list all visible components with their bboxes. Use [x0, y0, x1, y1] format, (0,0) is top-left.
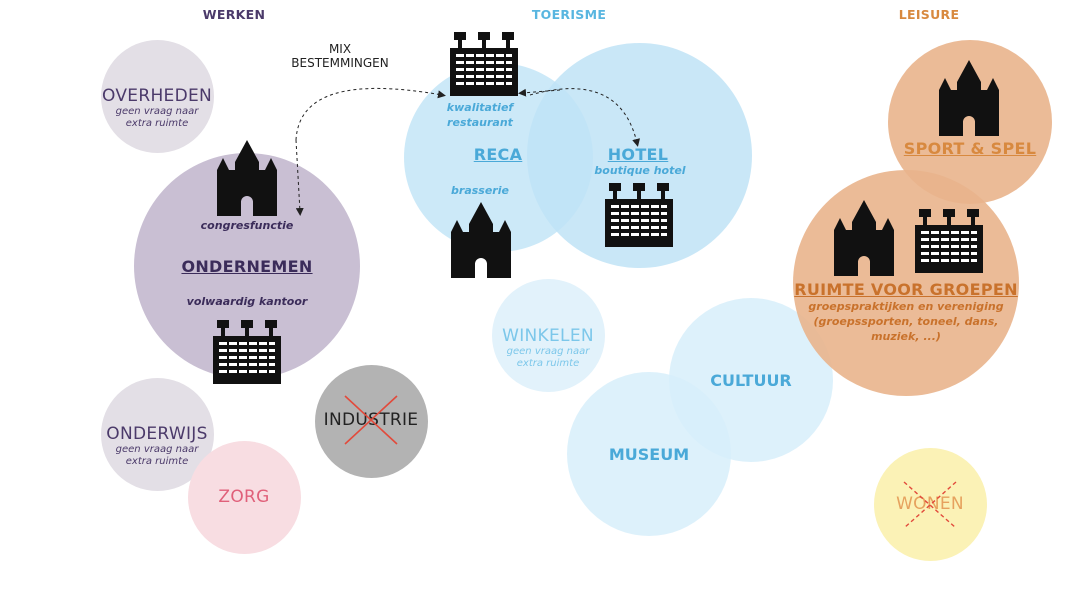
circle-zorg	[188, 441, 301, 554]
overheden-sub2: extra ruimte	[125, 118, 189, 129]
building-icon	[450, 32, 518, 96]
overheden-title: OVERHEDEN	[101, 86, 213, 106]
sport-title: SPORT & SPEL	[903, 139, 1037, 158]
wonen-title: WONEN	[896, 494, 964, 514]
mix-label-line1: MIX	[328, 42, 352, 56]
circle-winkelen	[492, 279, 605, 392]
onderwijs-sub1: geen vraag naar	[115, 444, 199, 455]
circle-ruimte	[793, 170, 1019, 396]
circle-overheden	[101, 40, 214, 153]
castle-icon	[217, 140, 277, 216]
winkelen-sub2: extra ruimte	[516, 358, 580, 369]
ruimte-line2: (groepssporten, toneel, dans,	[813, 315, 999, 328]
building-icon	[213, 320, 281, 384]
wonen-cross-icon	[903, 481, 957, 529]
overheden-sub1: geen vraag naar	[115, 106, 199, 117]
circle-museum	[567, 372, 731, 536]
arrow-to-reca	[295, 87, 446, 141]
winkelen-title: WINKELEN	[502, 326, 594, 346]
heading-leisure: LEISURE	[898, 7, 960, 22]
onderwijs-sub2: extra ruimte	[125, 456, 189, 467]
ruimte-line1: groepspraktijken en vereniging	[808, 300, 1004, 313]
ruimte-line3: muziek, ...)	[871, 330, 941, 343]
zorg-title: ZORG	[218, 487, 270, 507]
ondernemen-title: ONDERNEMEN	[181, 257, 313, 276]
cultuur-title: CULTUUR	[710, 371, 792, 390]
castle-icon	[939, 60, 999, 136]
reca-note-restaurant: restaurant	[447, 116, 513, 129]
circle-wonen	[874, 448, 987, 561]
winkelen-sub1: geen vraag naar	[506, 346, 590, 357]
reca-title: RECA	[473, 145, 523, 164]
mix-label-line2: BESTEMMINGEN	[291, 56, 389, 70]
castle-icon	[834, 200, 894, 276]
heading-werken: WERKEN	[202, 7, 266, 22]
reca-note-kwalitatief: kwalitatief	[446, 101, 514, 114]
heading-toerisme: TOERISME	[531, 7, 607, 22]
mix-bestemmingen-label: MIX BESTEMMINGEN	[291, 42, 388, 70]
building-icon	[915, 209, 983, 273]
ruimte-title: RUIMTE VOOR GROEPEN	[794, 280, 1018, 299]
hotel-note: boutique hotel	[594, 164, 686, 177]
hotel-title: HOTEL	[607, 145, 669, 164]
arrow-from-hotel-to-reca	[518, 88, 561, 97]
industrie-cross-icon	[344, 395, 398, 445]
ondernemen-note-congres: congresfunctie	[200, 219, 294, 232]
onderwijs-title: ONDERWIJS	[106, 424, 208, 444]
arrow-to-hotel	[529, 88, 640, 147]
castle-icon	[451, 202, 511, 278]
ondernemen-note-kantoor: volwaardig kantoor	[186, 295, 308, 308]
arrow-to-congres	[295, 139, 304, 216]
museum-title: MUSEUM	[608, 445, 690, 464]
building-icon	[605, 183, 673, 247]
reca-note-brasserie: brasserie	[451, 184, 509, 197]
